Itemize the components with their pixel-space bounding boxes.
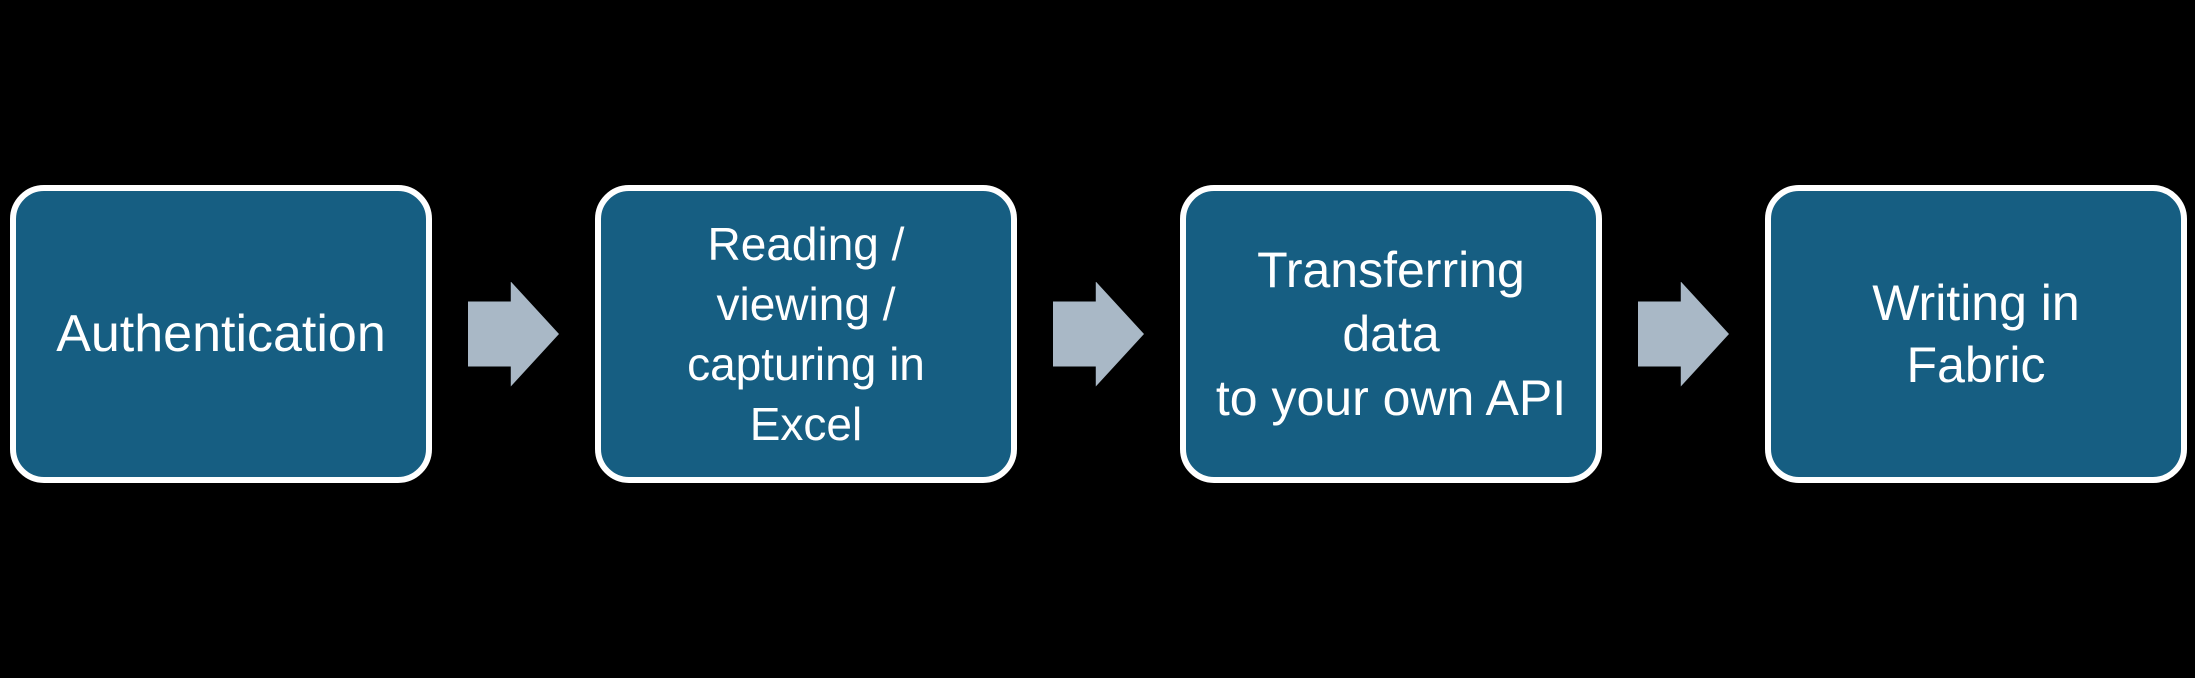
step-label-reading-viewing-capturing-in-excel: Reading / viewing / capturing in Excel (687, 218, 925, 450)
step-label-writing-in-fabric: Writing in Fabric (1872, 275, 2080, 393)
step-box-authentication: Authentication (10, 185, 432, 483)
step-box-transferring-data-to-your-own-api: Transferring data to your own API (1180, 185, 1602, 483)
step-label-authentication: Authentication (56, 305, 386, 363)
step-box-writing-in-fabric: Writing in Fabric (1765, 185, 2187, 483)
flow-row: Authentication Reading / viewing / captu… (10, 185, 2187, 483)
arrow-right-icon (468, 281, 559, 387)
step-label-transferring-data-to-your-own-api: Transferring data to your own API (1215, 242, 1567, 426)
step-box-reading-viewing-capturing-in-excel: Reading / viewing / capturing in Excel (595, 185, 1017, 483)
arrow-right-icon (1638, 281, 1729, 387)
arrow-right-icon (1053, 281, 1144, 387)
